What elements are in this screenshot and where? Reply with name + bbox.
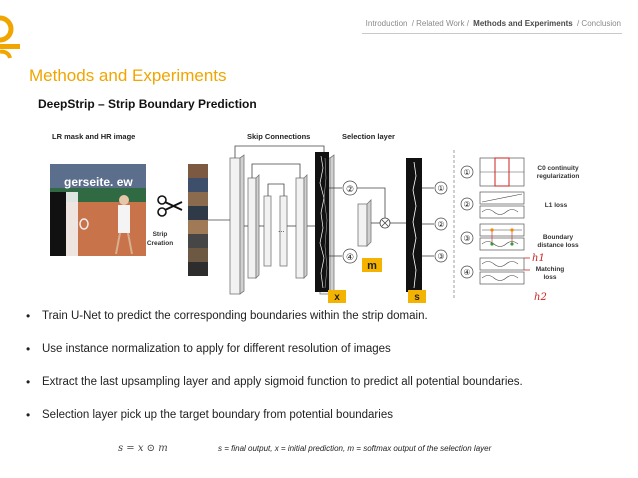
loss-label-l1: L1 loss [545, 202, 568, 209]
s-output-arrows [422, 187, 434, 257]
strip-creation-label-2: Creation [147, 240, 173, 247]
m-badge [362, 258, 382, 272]
circled-num: ③ [463, 234, 470, 243]
selection-layer: ② ④ [329, 180, 406, 264]
nav-item-conclusion[interactable]: / Conclusion [576, 19, 621, 28]
loss-label-matching-2: loss [543, 274, 556, 281]
logo-icon [0, 15, 20, 59]
loss-c0-box [479, 157, 525, 187]
circled-num: ① [463, 168, 470, 177]
circled-num: ③ [437, 252, 444, 261]
h2-annotation: h2 [534, 292, 547, 303]
bullet-item: Selection layer pick up the target bound… [26, 405, 626, 438]
loss-boundary-box [479, 223, 525, 251]
x-badge [328, 290, 346, 303]
nav-divider [362, 33, 622, 34]
nav-item-introduction[interactable]: Introduction [365, 19, 408, 28]
bullet-item: Use instance normalization to apply for … [26, 339, 626, 372]
nav-item-methods[interactable]: Methods and Experiments [473, 19, 573, 28]
bullet-list: Train U-Net to predict the corresponding… [26, 306, 626, 438]
slide-subtitle: DeepStrip – Strip Boundary Prediction [38, 97, 257, 111]
loss-label-matching: Matching [536, 266, 565, 273]
circled-num: ④ [463, 268, 470, 277]
scissors-icon [157, 195, 183, 217]
unet-ellipsis: ... [278, 225, 285, 234]
loss-label-boundary: Boundary [543, 234, 574, 241]
section-nav: Introduction / Related Work / Methods an… [365, 19, 622, 28]
strip-column [188, 164, 208, 276]
strip-creation-label-1: Strip [153, 231, 168, 238]
formula-equation: s = x ⊙ m [118, 443, 168, 454]
loss-label-c0: C0 continuity [537, 165, 579, 172]
architecture-diagram: gerseite. ew Strip Creation [50, 145, 580, 303]
circled-num: ② [437, 220, 444, 229]
figure-label-skip: Skip Connections [247, 132, 311, 141]
m-badge-label: m [367, 260, 377, 272]
loss-l1-box [479, 191, 525, 219]
s-output-map [406, 158, 422, 292]
figure-label-selection: Selection layer [342, 132, 395, 141]
s-badge [408, 290, 426, 303]
circled-num: ① [437, 184, 444, 193]
input-photo: gerseite. ew [50, 164, 146, 256]
architecture-figure: LR mask and HR image Skip Connections Se… [40, 128, 600, 306]
bullet-item: Extract the last upsampling layer and ap… [26, 372, 626, 405]
s-badge-label: s [414, 292, 420, 303]
x-prediction-map [315, 152, 329, 292]
loss-label-boundary-2: distance loss [537, 242, 579, 249]
nav-item-related-work[interactable]: / Related Work / [411, 19, 469, 28]
slide-title: Methods and Experiments [29, 66, 227, 85]
formula-note: s = final output, x = initial prediction… [218, 444, 492, 453]
bullet-item: Train U-Net to predict the corresponding… [26, 306, 626, 339]
circled-num: ② [346, 185, 354, 195]
figure-label-input: LR mask and HR image [52, 132, 136, 141]
loss-matching-box [479, 257, 530, 285]
circled-num: ② [463, 200, 470, 209]
x-badge-label: x [334, 292, 340, 303]
h1-annotation: h1 [532, 253, 545, 264]
loss-label-c0-2: regularization [537, 173, 580, 180]
circled-num: ④ [346, 253, 354, 263]
photo-banner-text: gerseite. ew [64, 175, 133, 189]
